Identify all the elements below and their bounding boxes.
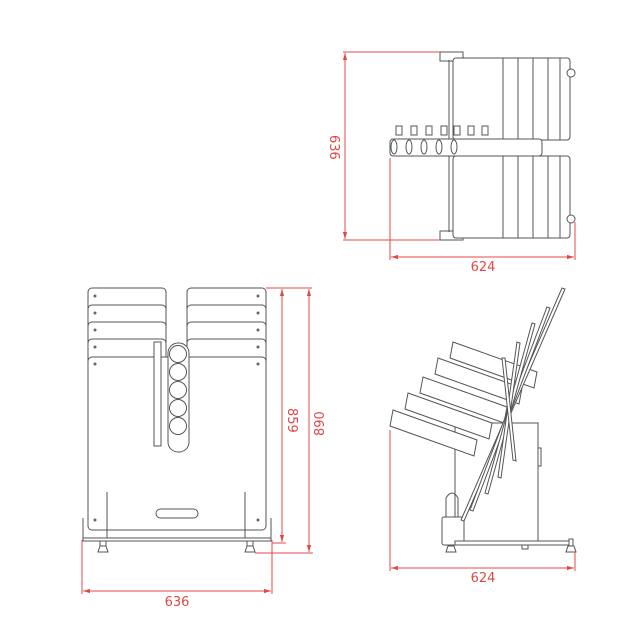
foot-top (566, 68, 576, 78)
foot-bottom (566, 214, 576, 224)
dimension-label: 636 (326, 135, 341, 160)
handle-slot (155, 508, 199, 519)
panel-screws (93, 294, 260, 522)
side-view: 624 (389, 287, 577, 586)
dimension-side-width: 624 (389, 430, 576, 586)
side-foot-back (565, 538, 577, 553)
dimension-top-width: 624 (389, 158, 576, 275)
dimension-top-depth: 636 (326, 51, 440, 241)
tube-holder (153, 341, 190, 453)
panels-top-half (452, 57, 571, 141)
leveling-foot-right (244, 540, 256, 553)
dimension-label: 624 (471, 571, 496, 586)
leveling-foot-left (97, 540, 109, 553)
top-view: 636 624 (326, 51, 576, 275)
base-frame (82, 537, 272, 542)
dimension-front-890: 890 (255, 289, 328, 554)
side-base-bar (454, 540, 574, 546)
dimension-label: 890 (313, 411, 328, 436)
front-block (441, 516, 465, 546)
dimension-front-width: 636 (81, 540, 273, 610)
front-view: 859 890 636 (81, 287, 328, 610)
panels-bottom-half (452, 155, 571, 239)
side-foot-front (445, 545, 457, 553)
dimension-label: 859 (284, 408, 299, 433)
rods (460, 287, 566, 522)
dimension-label: 624 (471, 260, 496, 275)
tube-rail (389, 125, 543, 157)
bracket-top (439, 51, 464, 62)
dimension-front-859: 859 (266, 287, 312, 544)
dimension-label: 636 (165, 595, 190, 610)
